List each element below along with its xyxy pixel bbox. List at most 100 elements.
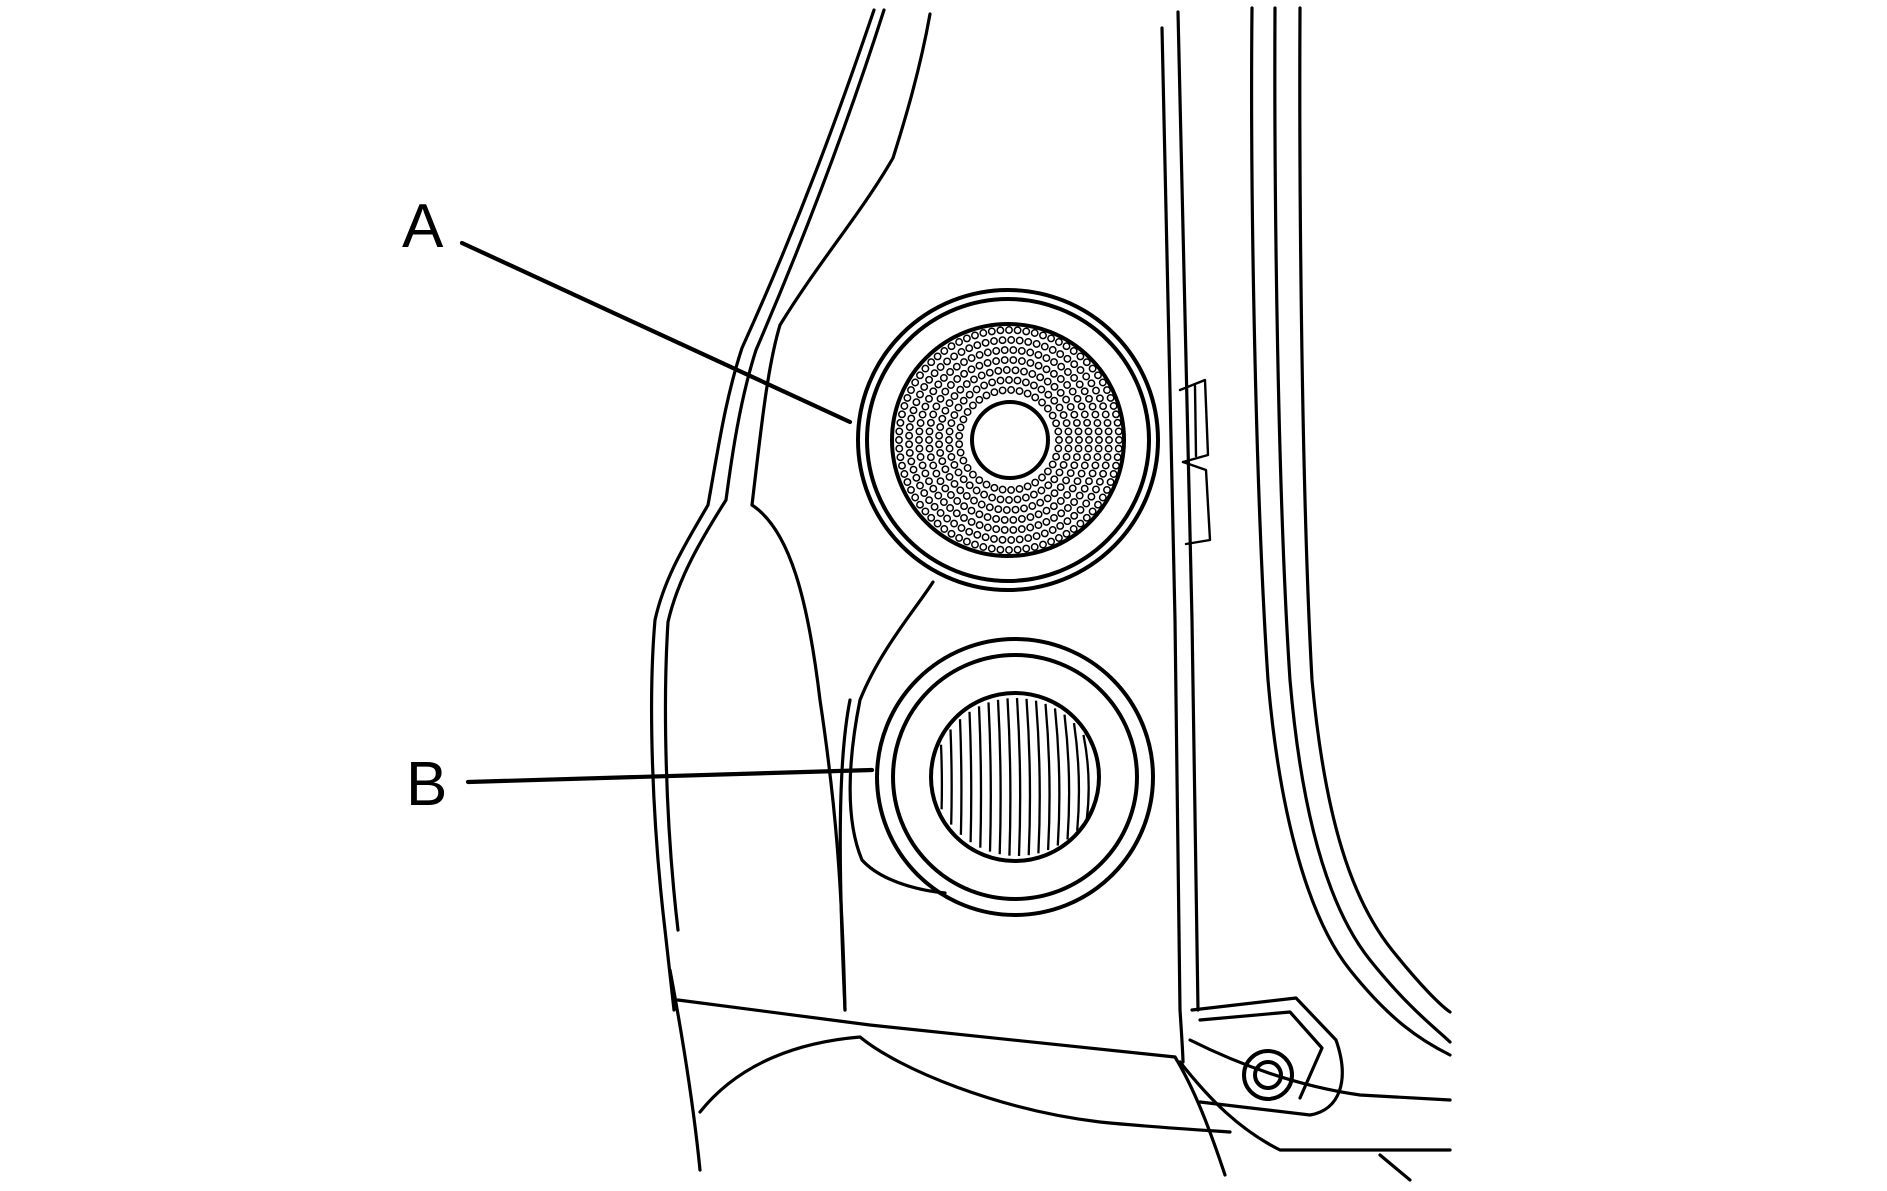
grille-dot [959,415,968,424]
grille-dot [1022,544,1031,553]
grille-dot [955,534,964,542]
grille-dot [954,403,963,412]
grille-dot [925,496,934,505]
grille-dot [1064,427,1073,436]
grille-dot [983,523,992,532]
pillar-face-edge [1176,10,1200,1012]
grille-dot [953,497,962,505]
grille-dot [1080,387,1089,396]
grille-dot [1091,461,1100,470]
grille-dot [900,470,909,478]
grille-dot [929,387,938,396]
grille-dot [925,375,934,384]
grille-dot [1076,352,1085,361]
grille-dot [1048,460,1057,469]
grille-dot [1085,394,1093,403]
grille-dot [941,484,950,493]
grille-dot [1063,381,1072,389]
grille-dot [940,525,949,533]
grille-dot [1032,339,1041,348]
grille-dot [1028,370,1037,378]
grille-slat [939,744,944,810]
grille-dot [916,390,924,399]
grille-dot [1007,486,1016,494]
grille-dot [1029,381,1038,390]
grille-dot [1055,468,1064,477]
grille-dot [1015,484,1024,493]
grille-dot [1050,396,1059,405]
grille-dot [1074,444,1083,453]
grille-dot [967,365,976,374]
grille-dot [1105,436,1113,444]
grille-dot [1002,366,1011,374]
grille-dot [1031,478,1040,487]
grille-dot [1114,427,1123,436]
grille-dot [936,477,945,486]
grille-dot [1042,517,1051,526]
grille-dot [1069,347,1078,355]
grille-dot [1017,346,1026,355]
grille-dot [1047,334,1056,343]
grille-dot [1063,491,1072,499]
grille-dot [960,358,968,367]
grille-dot [1013,495,1022,504]
grille-slat [977,706,983,848]
grille-dot [955,338,964,346]
grille-dot [965,527,974,536]
grille-dot [967,517,976,526]
grille-dot [1049,502,1058,511]
grille-dot [943,514,952,523]
grille-dot [896,418,905,427]
grille-dot [950,519,959,528]
grille-dot [992,514,1001,523]
grille-dot [992,357,1001,366]
grille-dot [1055,436,1063,444]
grille-dot [925,394,933,403]
component-b-inner-rim [891,653,1139,901]
grille-dot [1036,498,1045,507]
grille-dot [1023,389,1032,398]
grille-dot [972,486,981,495]
grille-dot [1092,386,1100,395]
grille-dot [1063,354,1072,363]
grille-dot [905,423,914,432]
grille-dot [1054,534,1063,542]
grille-dot [905,440,914,449]
grille-dot [1034,510,1043,519]
grille-dot [1072,418,1081,427]
grille-dot [1062,342,1071,351]
grille-dot [1009,356,1018,365]
grille-dot [1013,545,1022,554]
grille-dot [1056,375,1065,383]
grille-dot [1062,529,1071,538]
grille-dot [943,357,952,366]
grille-dot [996,326,1005,335]
grille-dot [998,386,1007,395]
grille-dot [925,436,933,444]
grille-dot [916,453,925,461]
grille-dot [916,419,925,427]
component-a-grille-edge [890,322,1126,558]
grille-dot [1039,331,1047,340]
grille-dot [915,436,923,444]
grille-dot [967,506,976,515]
grille-dot [1005,376,1013,384]
grille-dot [1037,385,1046,394]
grille-dot [1104,427,1113,436]
grille-dot [926,418,935,427]
grille-dot [996,376,1005,385]
grille-dot [956,486,965,495]
grille-dot [1070,461,1079,470]
recess-outline [848,580,947,895]
grille-dot [1042,354,1051,363]
grille-dot [990,337,998,346]
grille-dot [1047,537,1056,546]
grille-dot [1101,461,1110,470]
grille-dot [1021,493,1030,502]
grille-dot [990,483,999,492]
grille-dot [1077,469,1086,478]
grille-dot [1095,394,1104,403]
grille-dot [1103,453,1112,462]
grille-dot [1024,534,1033,543]
